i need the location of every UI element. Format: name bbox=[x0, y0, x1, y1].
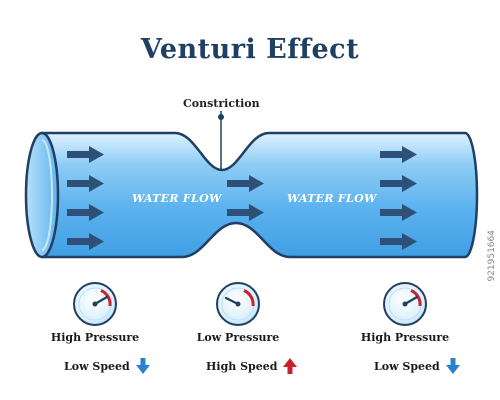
flow-arrow bbox=[67, 233, 104, 250]
arrow-down-icon bbox=[445, 358, 460, 374]
constriction-label: Constriction bbox=[183, 97, 260, 110]
speed-label-left: Low Speed bbox=[64, 359, 130, 373]
speed-row-middle: High Speed bbox=[206, 356, 298, 376]
diagram-title: Venturi Effect bbox=[140, 34, 360, 65]
flow-arrows-right bbox=[380, 146, 417, 250]
pressure-label-left: High Pressure bbox=[50, 331, 140, 344]
flow-arrow bbox=[67, 204, 104, 221]
flow-label-left: WATER FLOW bbox=[132, 192, 222, 205]
speed-row-left: Low Speed bbox=[64, 356, 150, 376]
speed-row-right: Low Speed bbox=[374, 356, 460, 376]
flow-arrow bbox=[227, 175, 264, 192]
flow-arrow bbox=[380, 146, 417, 163]
arrow-down-icon bbox=[135, 358, 150, 374]
pressure-gauge-right bbox=[383, 282, 427, 326]
flow-label-right: WATER FLOW bbox=[287, 192, 377, 205]
flow-arrows-middle bbox=[227, 175, 264, 221]
pressure-label-middle: Low Pressure bbox=[196, 331, 280, 344]
flow-arrow bbox=[67, 175, 104, 192]
flow-arrow bbox=[380, 175, 417, 192]
pressure-gauge-left bbox=[73, 282, 117, 326]
pressure-gauge-middle bbox=[216, 282, 260, 326]
flow-arrow bbox=[380, 233, 417, 250]
flow-arrow bbox=[67, 146, 104, 163]
flow-arrow bbox=[227, 204, 264, 221]
stock-id-watermark: 921951664 bbox=[487, 230, 497, 282]
flow-arrow bbox=[380, 204, 417, 221]
speed-label-middle: High Speed bbox=[206, 359, 278, 373]
pipe-left-opening bbox=[24, 131, 60, 259]
pipe-body bbox=[40, 131, 479, 259]
pressure-label-right: High Pressure bbox=[360, 331, 450, 344]
speed-label-right: Low Speed bbox=[374, 359, 440, 373]
arrow-up-icon bbox=[283, 358, 298, 374]
flow-arrows-left bbox=[67, 146, 104, 250]
